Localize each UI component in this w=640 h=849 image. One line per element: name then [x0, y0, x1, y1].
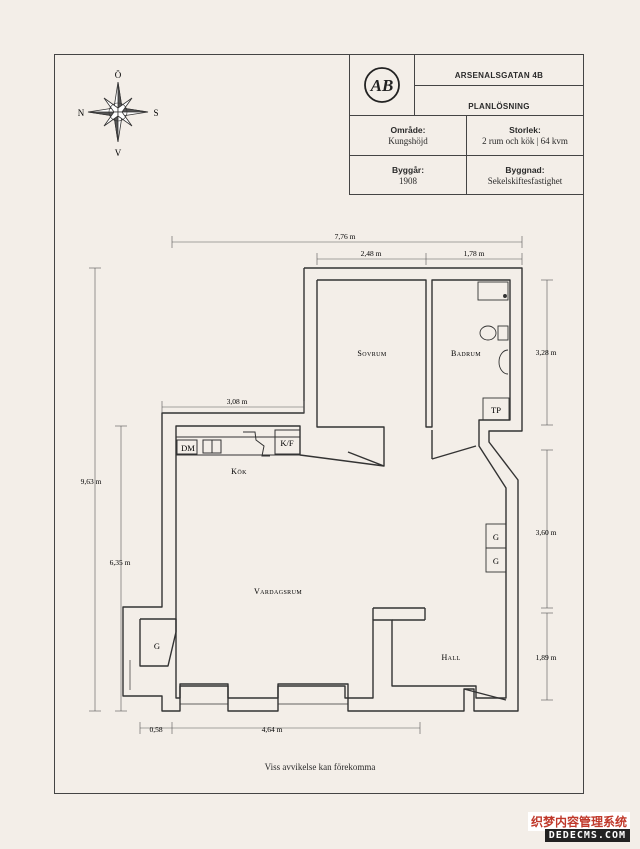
- walls: [122, 267, 523, 712]
- year-value: 1908: [399, 176, 417, 186]
- building-cell: Byggnad: Sekelskiftesfastighet: [466, 155, 584, 195]
- washbasin-icon: [498, 349, 509, 375]
- svg-text:AB: AB: [370, 76, 394, 95]
- kf-label: K/F: [280, 438, 294, 448]
- room-hall: Hall: [441, 653, 460, 662]
- building-label: Byggnad:: [505, 165, 545, 175]
- dimension-lines: [89, 236, 553, 734]
- size-label: Storlek:: [509, 125, 541, 135]
- title-block: AB ARSENALSGATAN 4B PLANLÖSNING Område: …: [349, 54, 584, 195]
- dim-total-height: 9,63 m: [81, 477, 102, 486]
- dim-badrum-width: 1,78 m: [464, 249, 485, 258]
- toilet-icon: [479, 325, 497, 341]
- room-kok: Kök: [231, 467, 247, 476]
- dim-badrum-height: 3,28 m: [536, 348, 557, 357]
- compass-south: V: [115, 148, 122, 158]
- compass-rose-icon: [87, 81, 149, 143]
- logo-icon: AB: [364, 67, 400, 103]
- dim-total-width: 7,76 m: [335, 232, 356, 241]
- outer-wall: [122, 267, 523, 712]
- bathroom-fixtures: [477, 281, 510, 573]
- room-vardagsrum: Vardagsrum: [254, 587, 302, 596]
- area-value: Kungshöjd: [388, 136, 428, 146]
- drawing-sheet-border: [54, 54, 584, 794]
- compass-north: Ö: [115, 70, 122, 80]
- fireplace-wall: [139, 618, 177, 667]
- address-title: ARSENALSGATAN 4B: [454, 71, 544, 80]
- plan-subtitle: PLANLÖSNING: [468, 102, 530, 111]
- compass-east: S: [153, 108, 158, 118]
- shower-icon: [477, 281, 509, 301]
- watermark-domain: DEDECMS.COM: [544, 829, 630, 842]
- room-badrum: Badrum: [451, 349, 481, 358]
- dim-left-height: 6,35 m: [110, 558, 131, 567]
- dim-kitchen-width: 3,08 m: [227, 397, 248, 406]
- disclaimer: Viss avvikelse kan förekomma: [264, 762, 376, 772]
- tp-box: [482, 397, 510, 421]
- dim-sovrum-width: 2,48 m: [361, 249, 382, 258]
- g-label-2: G: [493, 556, 499, 566]
- g-label-1: G: [493, 532, 499, 542]
- tp-label: TP: [491, 405, 501, 415]
- dm-label: DM: [181, 443, 195, 453]
- fridge-freezer: [274, 429, 301, 455]
- sink-icon: [243, 431, 270, 457]
- year-label: Byggår:: [391, 165, 425, 175]
- building-value: Sekelskiftesfastighet: [487, 176, 563, 186]
- dim-right-mid: 3,60 m: [536, 528, 557, 537]
- watermark-text: 织梦内容管理系统: [527, 812, 630, 831]
- dim-bottom-small: 0,58: [149, 725, 162, 734]
- inner-wall: [175, 279, 511, 699]
- compass-west: N: [78, 108, 85, 118]
- dishwasher: [176, 439, 198, 455]
- area-label: Område:: [390, 125, 426, 135]
- kitchen-counter: [175, 429, 301, 457]
- wardrobe-2: [485, 547, 507, 573]
- dim-hall-height: 1,89 m: [536, 653, 557, 662]
- size-value: 2 rum och kök | 64 kvm: [482, 136, 568, 146]
- room-sovrum: Sovrum: [357, 349, 386, 358]
- dim-bottom-width: 4,64 m: [262, 725, 283, 734]
- g-label-3: G: [154, 641, 160, 651]
